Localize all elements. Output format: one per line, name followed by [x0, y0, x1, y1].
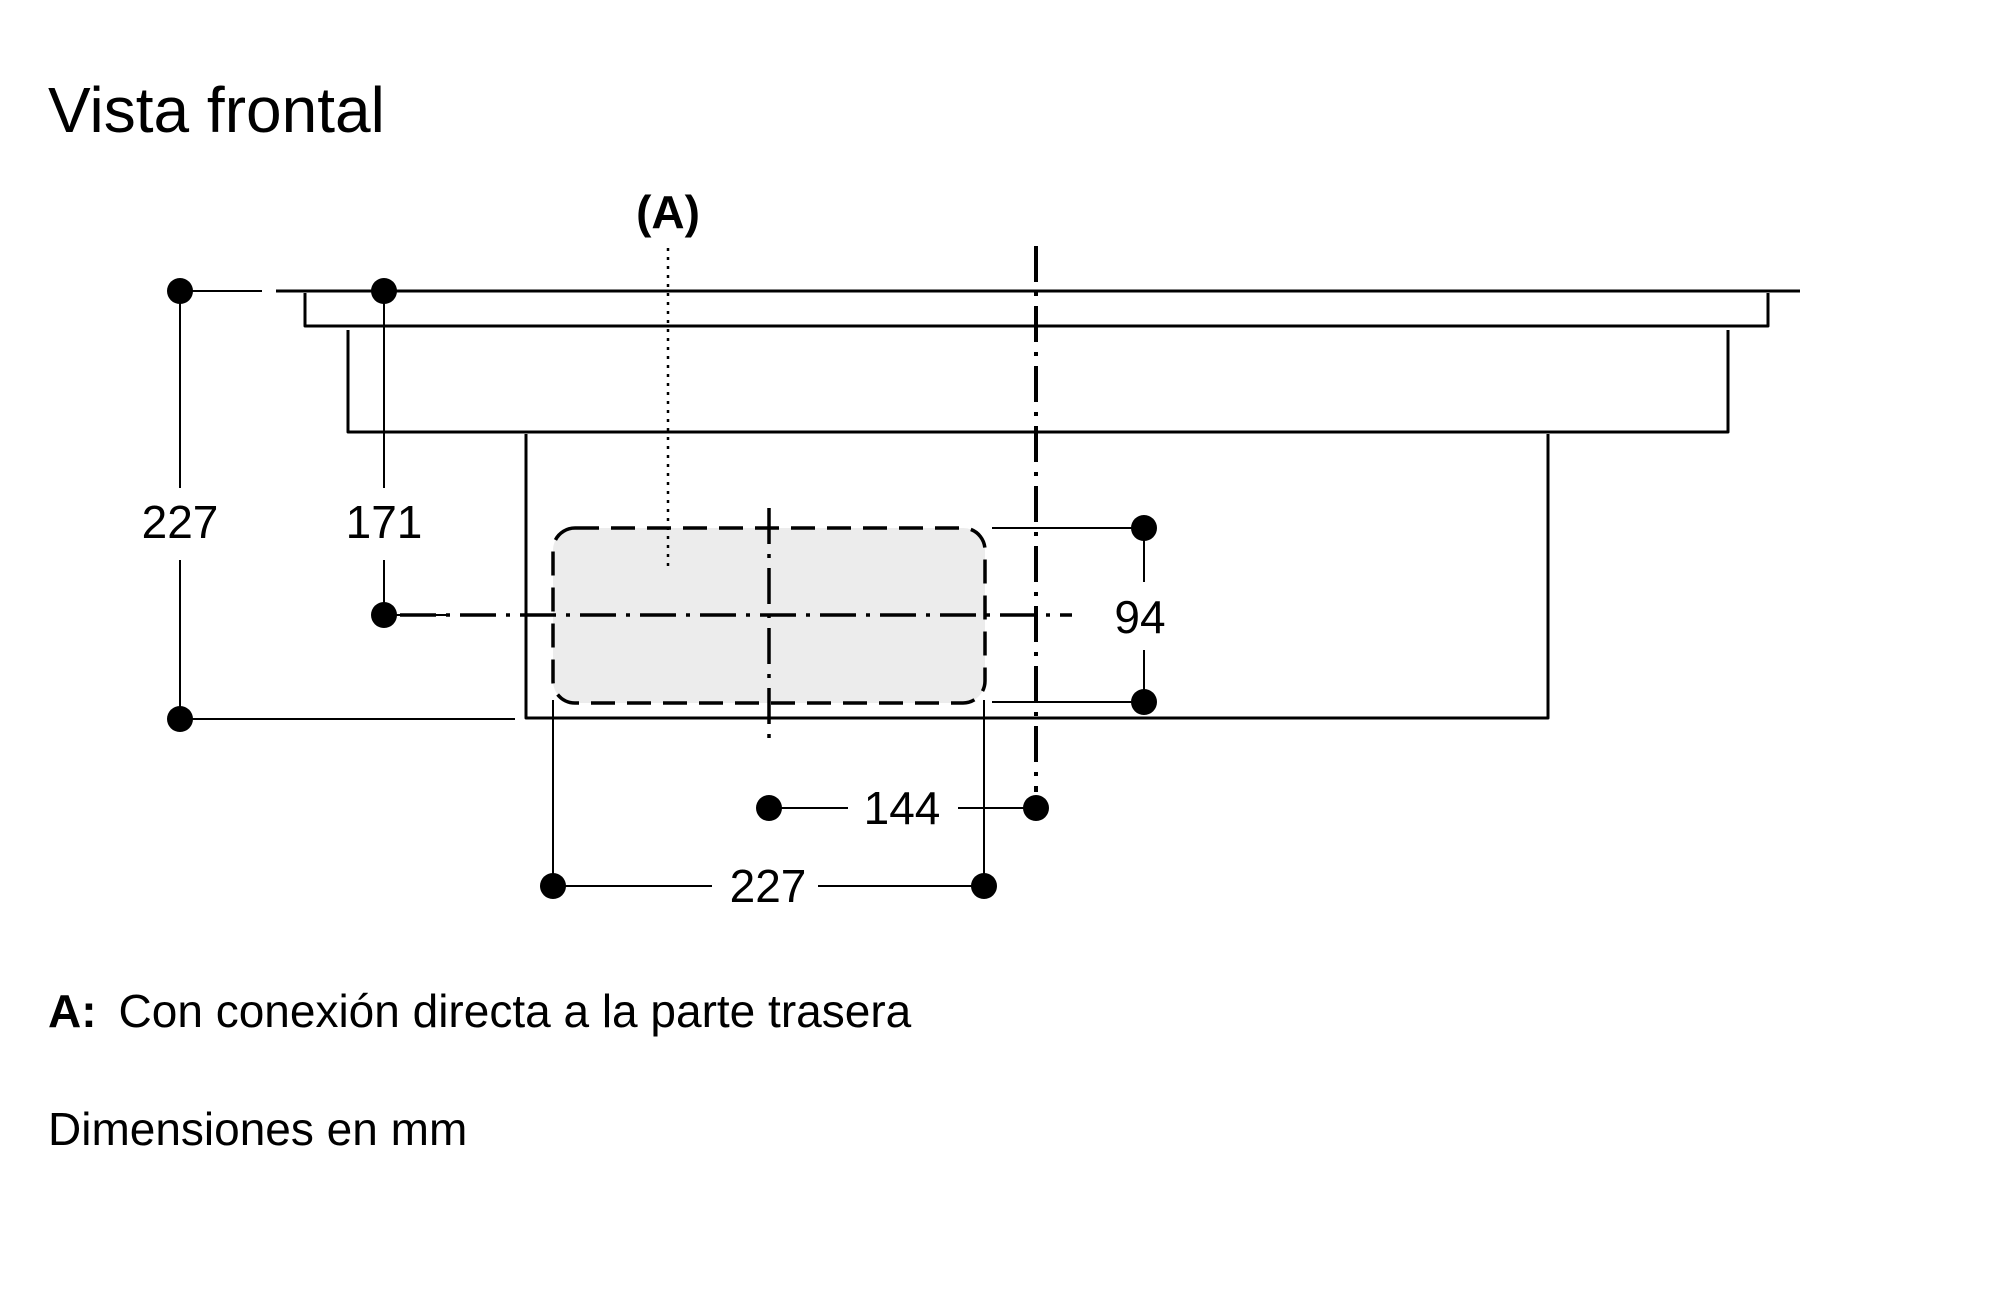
opening-width-dot-right [971, 873, 997, 899]
legend-text: Con conexión directa a la parte trasera [118, 985, 912, 1037]
opening-height-dot-top [1131, 515, 1157, 541]
page-title: Vista frontal [48, 74, 385, 146]
axis-height-dot-bottom [371, 602, 397, 628]
legend-a: A: Con conexión directa a la parte traser… [48, 988, 911, 1034]
axis-offset-dot-left [756, 795, 782, 821]
callout-a-label: (A) [636, 186, 700, 238]
total-height-dot-top [167, 278, 193, 304]
opening-width-value: 227 [730, 860, 807, 912]
opening-height-value: 94 [1114, 591, 1165, 643]
axis-height-value: 171 [346, 496, 423, 548]
legend-key: A: [48, 985, 97, 1037]
axis-height-dot-top [371, 278, 397, 304]
axis-offset-dot-right [1023, 795, 1049, 821]
units-note: Dimensiones en mm [48, 1103, 468, 1155]
total-height-value: 227 [142, 496, 219, 548]
opening-height-dot-bottom [1131, 689, 1157, 715]
total-height-dot-bottom [167, 706, 193, 732]
opening-width-dot-left [540, 873, 566, 899]
axis-offset-value: 144 [864, 782, 941, 834]
fan-unit-outline [524, 434, 1550, 720]
